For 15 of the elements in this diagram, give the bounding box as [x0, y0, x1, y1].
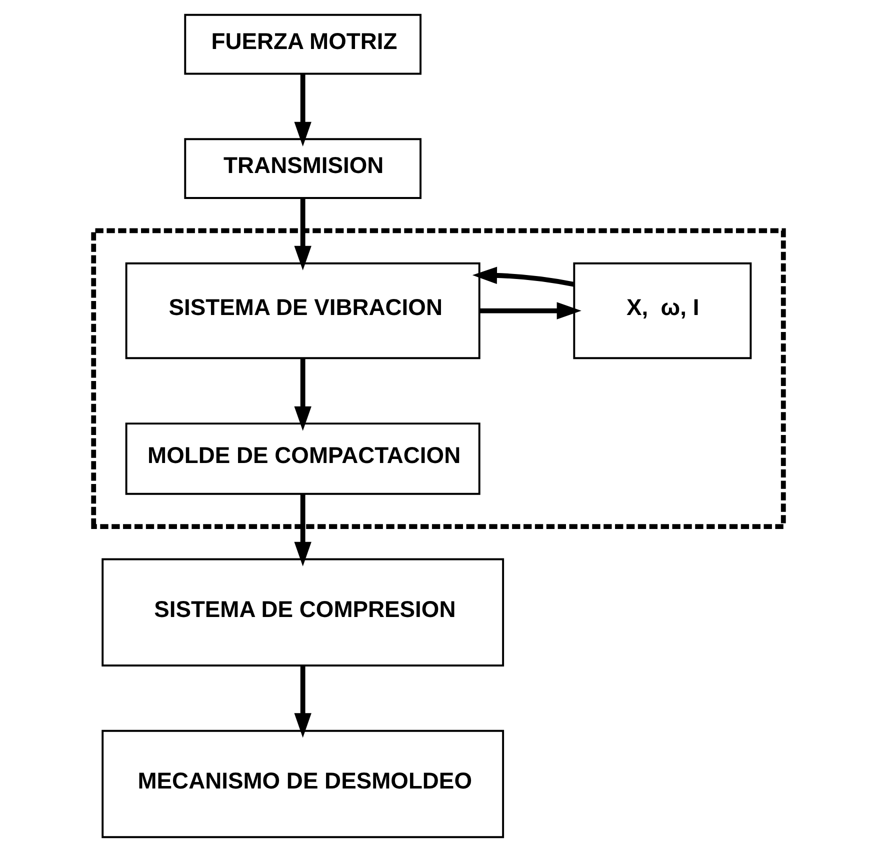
node-box: MOLDE DE COMPACTACION [124, 422, 480, 495]
arrow [472, 266, 574, 287]
arrow [294, 494, 311, 566]
node-box: X, ω, I [572, 262, 752, 360]
arrow [479, 302, 581, 320]
node-box: SISTEMA DE COMPRESION [101, 558, 504, 666]
node-box: SISTEMA DE VIBRACION [124, 262, 480, 360]
cluster [90, 228, 786, 529]
arrow [294, 74, 311, 146]
arrow [294, 666, 311, 738]
arrow [294, 198, 311, 270]
node-box: MECANISMO DE DESMOLDEO [101, 730, 504, 838]
node-box: TRANSMISION [184, 138, 421, 199]
node-box: FUERZA MOTRIZ [184, 14, 421, 75]
arrow [294, 358, 311, 431]
